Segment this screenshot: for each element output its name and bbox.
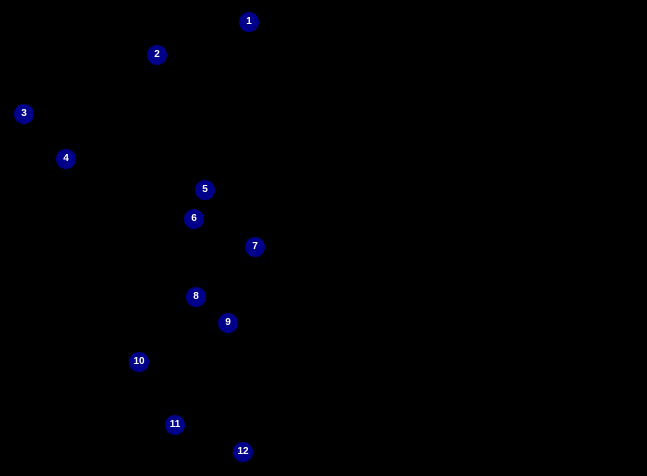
marker-1[interactable]: 1 [239,12,259,32]
marker-11[interactable]: 11 [165,415,185,435]
marker-3[interactable]: 3 [14,104,34,124]
marker-2[interactable]: 2 [147,45,167,65]
marker-7[interactable]: 7 [245,237,265,257]
marker-5[interactable]: 5 [195,180,215,200]
marker-9[interactable]: 9 [218,313,238,333]
marker-10[interactable]: 10 [129,352,149,372]
marker-4[interactable]: 4 [56,149,76,169]
marker-6[interactable]: 6 [184,209,204,229]
marker-12[interactable]: 12 [233,442,253,462]
marker-8[interactable]: 8 [186,287,206,307]
